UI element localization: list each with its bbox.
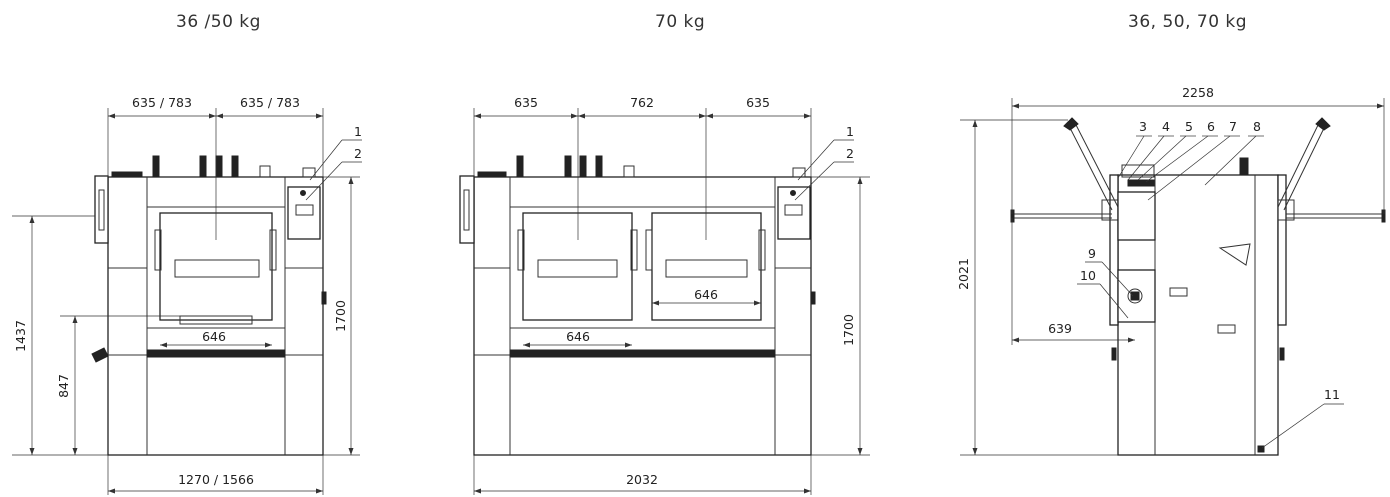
right-callout-9: 9	[1088, 246, 1096, 261]
middle-top-dim-2: 762	[630, 95, 654, 110]
right-machine-drawing	[1010, 117, 1386, 456]
middle-callout-2: 2	[846, 146, 854, 161]
left-dimensions: 635 / 783 635 / 783 1270 / 1566 646 1700…	[12, 95, 362, 495]
right-top-dim: 2258	[1182, 85, 1214, 100]
middle-inner-dim-2: 646	[694, 287, 718, 302]
right-callout-10: 10	[1080, 268, 1096, 283]
middle-top-dim-1: 635	[514, 95, 538, 110]
middle-machine-drawing	[459, 155, 816, 456]
left-height-inner: 847	[56, 374, 71, 398]
left-bottom-dim: 1270 / 1566	[178, 472, 254, 487]
left-callout-2: 2	[354, 146, 362, 161]
middle-top-dim-3: 635	[746, 95, 770, 110]
right-callout-3: 3	[1139, 119, 1147, 134]
right-height-left: 2021	[956, 258, 971, 290]
title-middle: 70 kg	[655, 12, 706, 32]
left-height-outer: 1437	[13, 320, 28, 352]
right-callout-8: 8	[1253, 119, 1261, 134]
middle-dimensions: 635 762 635 2032 646 646 1700 1 2	[473, 95, 870, 495]
middle-inner-dim-1: 646	[566, 329, 590, 344]
left-callout-1: 1	[354, 124, 362, 139]
middle-bottom-dim: 2032	[626, 472, 658, 487]
right-callout-7: 7	[1229, 119, 1237, 134]
left-inner-dim: 646	[202, 329, 226, 344]
left-top-dim-2: 635 / 783	[240, 95, 300, 110]
title-right: 36, 50, 70 kg	[1128, 12, 1248, 32]
right-callout-11: 11	[1324, 387, 1340, 402]
right-dimensions: 2258 2021 639 3 4 5 6 7 8 9 10 11	[956, 85, 1385, 456]
left-top-dim-1: 635 / 783	[132, 95, 192, 110]
middle-height-right: 1700	[841, 314, 856, 346]
right-callout-6: 6	[1207, 119, 1215, 134]
middle-callout-1: 1	[846, 124, 854, 139]
right-inner-dim: 639	[1048, 321, 1072, 336]
title-left: 36 /50 kg	[176, 12, 261, 32]
right-callout-5: 5	[1185, 119, 1193, 134]
right-callout-4: 4	[1162, 119, 1170, 134]
left-machine-drawing	[91, 155, 327, 456]
left-height-right: 1700	[333, 300, 348, 332]
